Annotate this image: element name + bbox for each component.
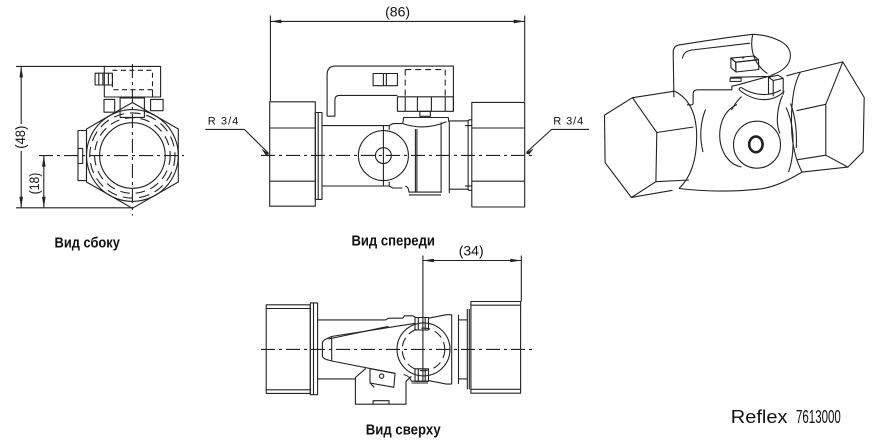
svg-text:Вид сверху: Вид сверху: [366, 422, 441, 439]
svg-text:R 3/4: R 3/4: [208, 115, 239, 127]
svg-text:Вид сбоку: Вид сбоку: [55, 234, 121, 251]
svg-text:Вид спереди: Вид спереди: [351, 233, 435, 250]
svg-text:Reflex: Reflex: [731, 407, 788, 427]
svg-text:R 3/4: R 3/4: [553, 116, 583, 128]
svg-text:7613000: 7613000: [796, 407, 841, 427]
svg-text:(48): (48): [12, 126, 28, 149]
svg-text:(34): (34): [459, 242, 484, 258]
svg-text:(86): (86): [385, 4, 410, 20]
svg-text:(18): (18): [26, 173, 42, 195]
